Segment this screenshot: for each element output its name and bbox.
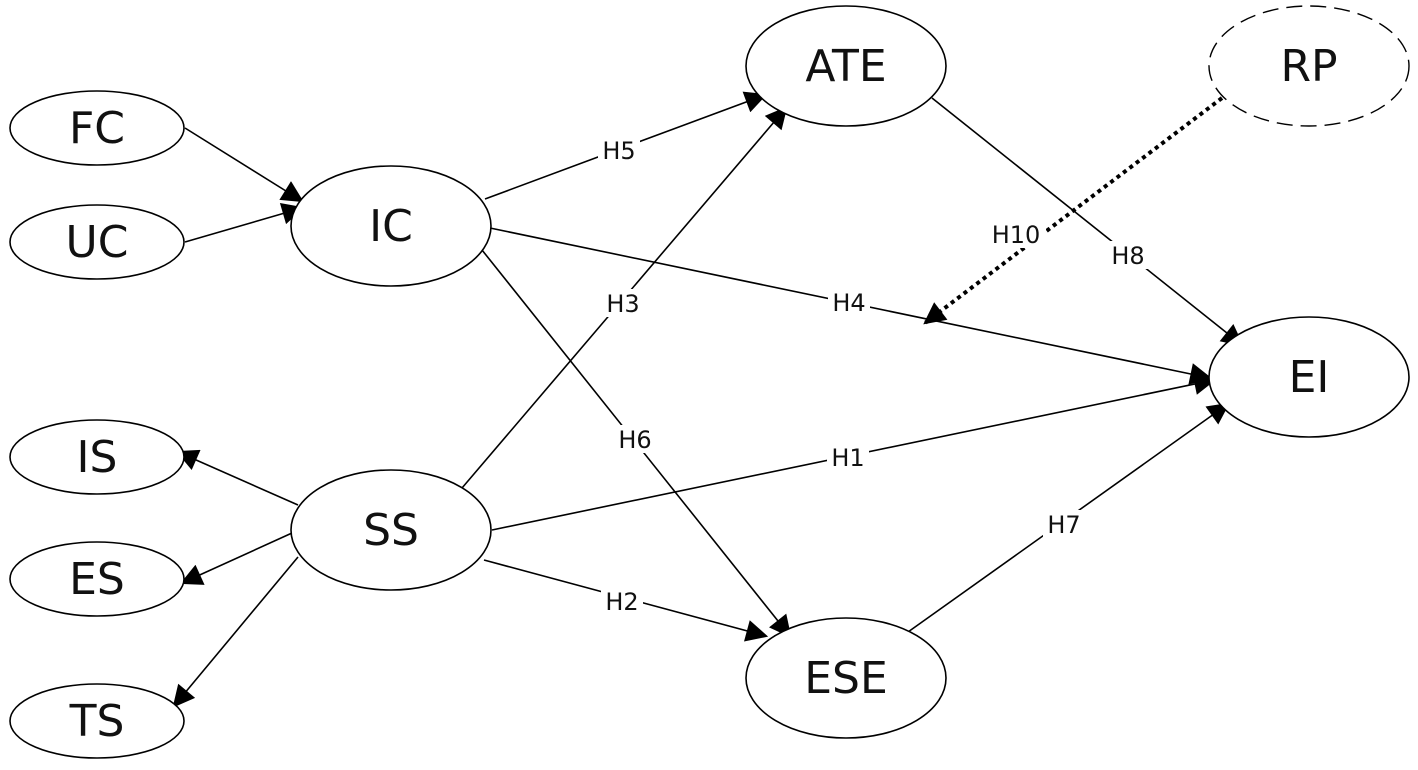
node-ts: TS (9, 683, 185, 759)
edge-ss-es (179, 532, 293, 585)
edge-label-h2: H2 (605, 588, 638, 616)
node-ate: ATE (745, 5, 947, 127)
edge-fc-ic (184, 127, 304, 203)
node-label-fc: FC (69, 103, 125, 154)
edge-label-h5: H5 (602, 137, 635, 165)
node-uc: UC (9, 204, 185, 280)
node-label-rp: RP (1280, 41, 1337, 92)
edge-label-h6: H6 (618, 426, 651, 454)
node-label-ic: IC (369, 201, 413, 252)
node-label-is: IS (77, 432, 118, 483)
node-ei: EI (1208, 316, 1410, 438)
edge-label-h4: H4 (832, 289, 865, 317)
node-label-ei: EI (1289, 352, 1330, 403)
edge-labels: H5 H4 H3 H6 H1 H2 H7 H8 H10 (598, 136, 1149, 616)
node-fc: FC (9, 90, 185, 166)
node-es: ES (9, 541, 185, 617)
node-rp: RP (1208, 5, 1410, 127)
node-ss: SS (290, 469, 492, 591)
node-label-es: ES (69, 554, 125, 605)
node-label-uc: UC (66, 217, 129, 268)
node-label-ate: ATE (805, 41, 886, 92)
edge-label-h7: H7 (1047, 511, 1080, 539)
edge-ss-is (175, 449, 299, 506)
nodes: FC UC IC IS ES TS SS ATE (9, 5, 1410, 759)
edge-label-h1: H1 (831, 444, 864, 472)
node-ic: IC (290, 165, 492, 287)
edge-label-h10: H10 (992, 221, 1041, 249)
node-label-ese: ESE (804, 653, 888, 704)
edge-label-h3: H3 (606, 290, 639, 318)
node-label-ss: SS (363, 505, 419, 556)
node-is: IS (9, 419, 185, 495)
edge-uc-ic (184, 202, 305, 243)
edge-ss-ts (172, 556, 299, 708)
edge-ate-ei-h8 (931, 97, 1244, 347)
edge-label-h8: H8 (1111, 242, 1144, 270)
node-ese: ESE (745, 617, 947, 739)
node-label-ts: TS (69, 696, 125, 747)
edge-rp-moderation-h10 (923, 96, 1224, 325)
